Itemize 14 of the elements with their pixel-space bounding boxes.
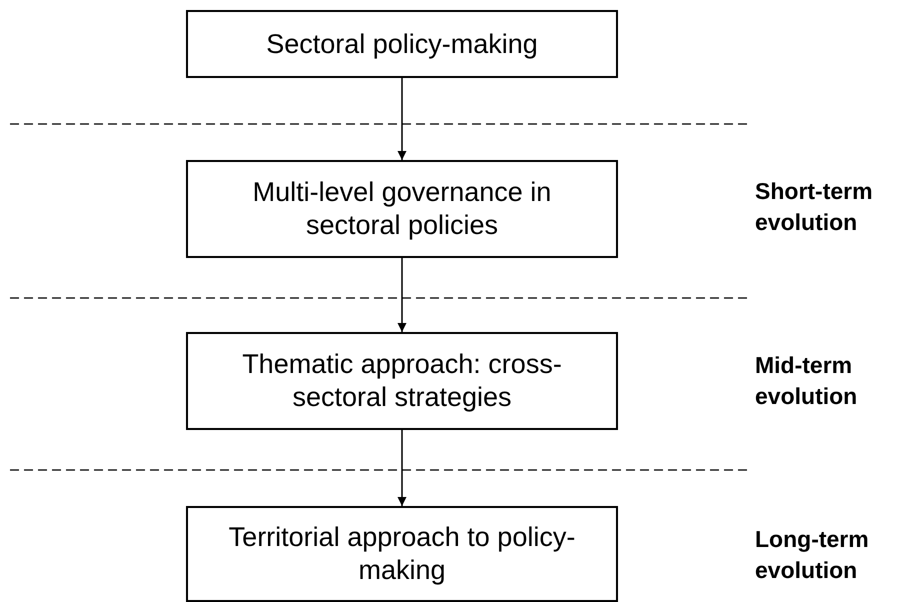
box-text: Sectoral policy-making [266,28,538,60]
arrow [398,258,406,332]
process-box [186,160,618,258]
stage-label: Short-term evolution [755,177,874,237]
stage-label: Long-term evolution [755,525,870,585]
box-text: Thematic approach: cross-sectoral strategies [241,348,563,414]
process-box [186,506,618,602]
arrow [398,78,406,160]
arrow [398,430,406,506]
box-text: Territorial approach to policy-making [228,521,576,587]
process-box [186,10,618,78]
stage-label: Mid-term evolution [755,351,858,411]
box-text: Multi-level governance in sectoral policies [252,176,552,242]
process-box [186,332,618,430]
